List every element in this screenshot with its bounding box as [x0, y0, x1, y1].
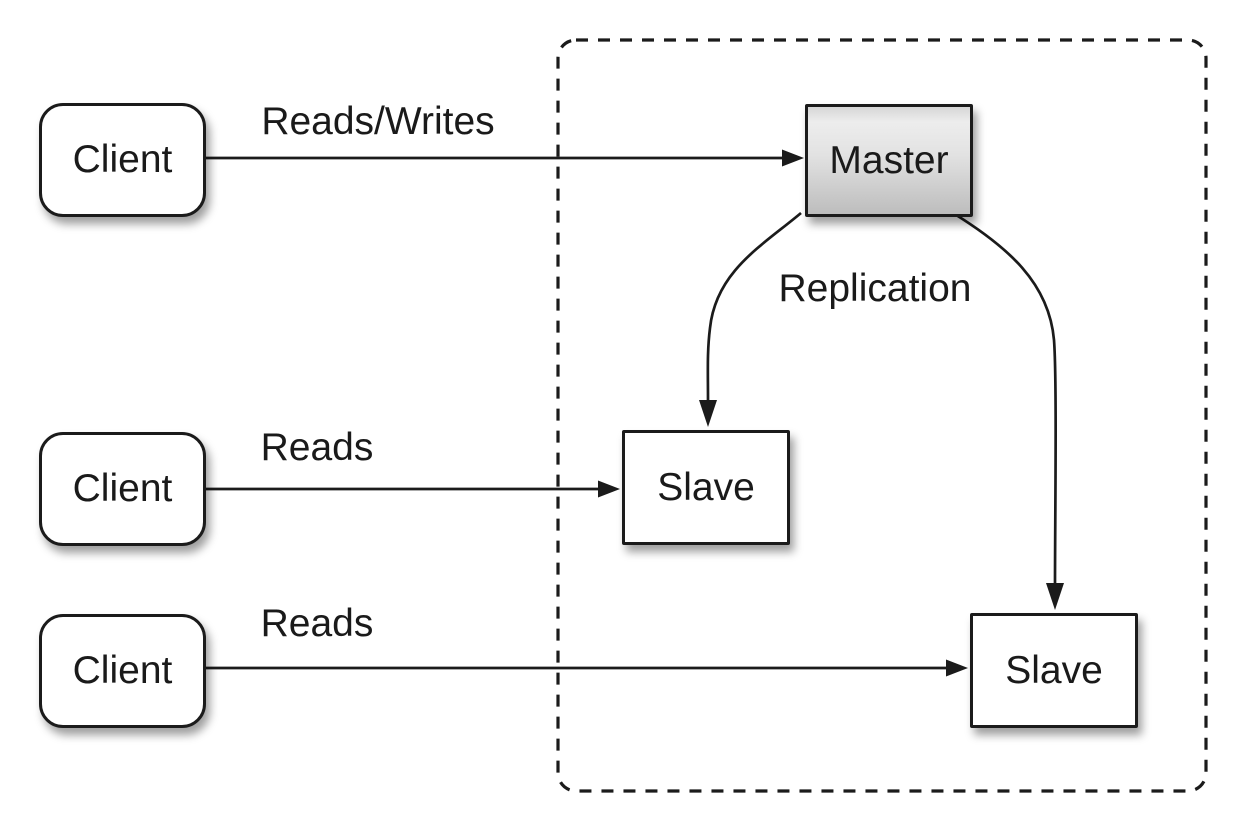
client-node-1: Client	[39, 103, 206, 217]
edge-label-reads-bottom: Reads	[260, 602, 374, 645]
edge-master-slave1-curve	[706, 211, 802, 401]
arrowhead-into-slave2-icon	[946, 659, 968, 677]
arrowhead-into-master-icon	[782, 149, 804, 167]
arrowhead-down-slave2-icon	[1046, 583, 1064, 610]
arrowhead-down-slave1-icon	[699, 400, 717, 427]
edge-master-slave2-curve	[952, 211, 1058, 584]
edge-label-reads-writes: Reads/Writes	[261, 100, 495, 143]
server-group-dashed-border	[556, 38, 1208, 793]
client-node-2-label: Client	[72, 467, 173, 510]
master-node-label: Master	[829, 138, 949, 182]
edge-label-reads-middle: Reads	[260, 426, 374, 469]
client-node-1-label: Client	[72, 138, 173, 181]
master-node: Master	[805, 104, 973, 217]
slave-node-1-label: Slave	[657, 465, 755, 509]
client-node-3-label: Client	[72, 649, 173, 692]
arrowhead-into-slave1-icon	[598, 480, 620, 498]
slave-node-1: Slave	[622, 430, 790, 545]
client-node-3: Client	[39, 614, 206, 728]
edge-label-replication: Replication	[778, 267, 972, 310]
client-node-2: Client	[39, 432, 206, 546]
slave-node-2-label: Slave	[1005, 648, 1103, 692]
slave-node-2: Slave	[970, 613, 1138, 728]
